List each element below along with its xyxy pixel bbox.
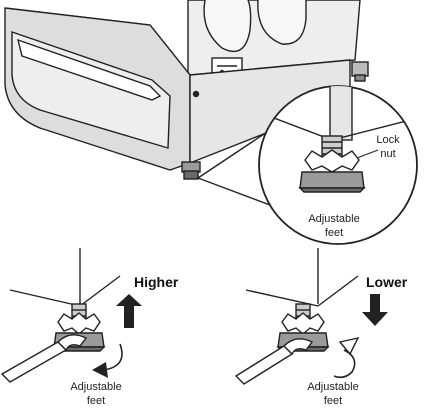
right-wrench-jaw	[283, 338, 314, 356]
right-feet-label-line2: feet	[324, 395, 342, 407]
higher-adjustment-illustration	[0, 248, 123, 383]
lower-adjustment-illustration	[234, 248, 360, 385]
right-wrench	[234, 345, 294, 385]
zoom-lock-nut	[304, 149, 360, 173]
left-wrench-jaw	[57, 334, 88, 352]
lower-label: Lower	[366, 274, 408, 290]
right-lock-nut	[281, 312, 325, 335]
zoom-callout: Lock nut Adjustable feet	[196, 85, 418, 245]
zoom-feet-label-line2: feet	[325, 227, 343, 239]
left-wrench	[0, 341, 68, 383]
zoom-feet-label-line1: Adjustable	[308, 213, 359, 225]
lock-nut-label-line1: Lock	[376, 134, 400, 146]
lock-nut-label-line2: nut	[380, 148, 395, 160]
appliance-illustration	[4, 0, 369, 180]
higher-up-arrow	[116, 294, 142, 328]
right-feet-label-line1: Adjustable	[307, 381, 358, 393]
lock-nut-leader	[356, 149, 379, 159]
higher-label: Higher	[134, 274, 179, 290]
left-lock-nut	[57, 312, 101, 335]
left-feet-label-line1: Adjustable	[70, 381, 121, 393]
left-feet-label-line2: feet	[87, 395, 105, 407]
right-rotate-arrowhead	[338, 336, 360, 356]
washer-door-ring	[203, 0, 252, 53]
zoom-cabinet-leg	[329, 86, 353, 141]
left-cabinet-bottom	[9, 289, 81, 307]
lower-down-arrow	[362, 294, 388, 326]
zoom-foot	[299, 171, 365, 189]
left-cabinet-side	[79, 275, 121, 307]
right-rotate-arrow	[333, 349, 356, 379]
washer-door-ring-inner	[257, 0, 307, 45]
left-rotate-arrow	[103, 343, 123, 371]
left-rotate-arrowhead	[92, 362, 108, 378]
right-cabinet-side	[317, 275, 359, 307]
washer-back-foot	[351, 61, 369, 77]
drawer-handle	[17, 38, 162, 101]
